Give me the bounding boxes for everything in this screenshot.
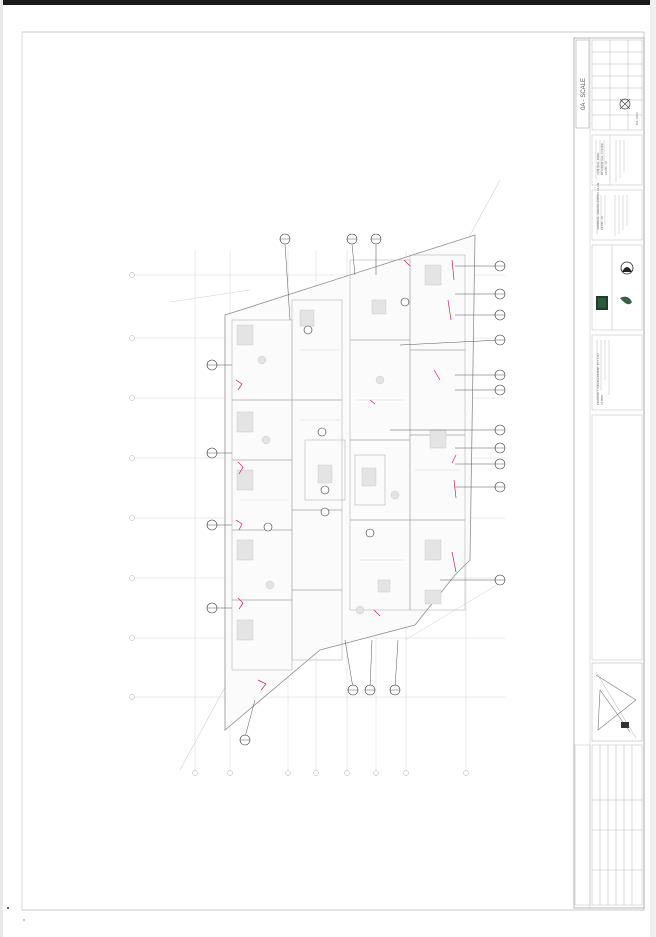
svg-text:PROPERTY DEVELOPMENT PTY LTD: PROPERTY DEVELOPMENT PTY LTD — [596, 353, 600, 405]
client-name: PROPERTY DEVELOPMENT PTY LTD CLIENT — [596, 353, 604, 405]
scan-left-edge — [0, 0, 3, 937]
project-title: CENTRAL PARK RESIDENTIAL TOWER LEVEL 10 — [596, 143, 608, 175]
svg-text:LEVEL 10: LEVEL 10 — [604, 161, 608, 175]
revision-grid — [591, 39, 643, 131]
svg-text:GENERAL ARRANGEMENT PLAN: GENERAL ARRANGEMENT PLAN — [596, 183, 600, 230]
key-plan — [591, 662, 643, 742]
svg-text:CENTRAL PARK: CENTRAL PARK — [596, 152, 600, 175]
red-markups — [235, 259, 457, 691]
grid-bubbles — [129, 272, 469, 776]
floor-plan — [169, 179, 506, 771]
scan-speck — [7, 907, 9, 909]
title-block: 0A - SCALE — [573, 37, 645, 909]
svg-text:RESIDENTIAL TOWER: RESIDENTIAL TOWER — [600, 143, 604, 175]
svg-text:LEVEL 10: LEVEL 10 — [600, 216, 604, 230]
leaf-logo — [620, 296, 632, 305]
scale-label: 0A - SCALE — [581, 78, 587, 110]
scale-label-box — [575, 39, 590, 129]
svg-text:CLIENT: CLIENT — [600, 394, 604, 405]
drawing-number: DA-1002 — [635, 112, 639, 125]
bottom-stamp-block — [574, 744, 591, 906]
north-arrow-icon — [619, 98, 631, 110]
scan-right-edge — [650, 0, 656, 937]
drawing-title: GENERAL ARRANGEMENT PLAN LEVEL 10 — [596, 183, 604, 230]
seal-logo — [620, 261, 634, 275]
scan-top-edge — [0, 0, 656, 5]
revision-table — [591, 744, 643, 906]
